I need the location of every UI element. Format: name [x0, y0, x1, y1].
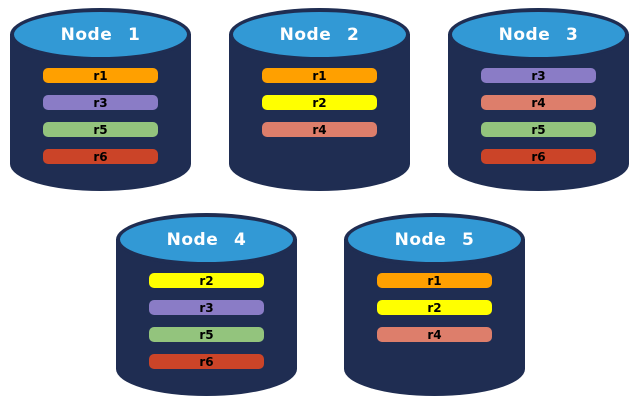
replica-list: r1 r2 r4 — [376, 273, 493, 342]
node-title: Node 1 — [60, 24, 141, 45]
replica-bar: r6 — [480, 149, 597, 164]
database-node-1: Node 1 r1 r3 r5 r6 — [10, 8, 191, 191]
replica-bar: r3 — [42, 95, 159, 110]
node-title: Node 4 — [166, 229, 247, 250]
replica-bar: r2 — [261, 95, 378, 110]
replica-bar: r3 — [148, 300, 265, 315]
replica-bar: r2 — [148, 273, 265, 288]
replica-bar: r1 — [261, 68, 378, 83]
database-node-4: Node 4 r2 r3 r5 r6 — [116, 213, 297, 396]
replica-list: r1 r3 r5 r6 — [42, 68, 159, 164]
replica-bar: r6 — [42, 149, 159, 164]
replica-bar: r3 — [480, 68, 597, 83]
replica-list: r2 r3 r5 r6 — [148, 273, 265, 369]
replica-bar: r5 — [148, 327, 265, 342]
replica-list: r3 r4 r5 r6 — [480, 68, 597, 164]
cylinder-top: Node 1 — [10, 8, 191, 61]
replica-bar: r4 — [261, 122, 378, 137]
replica-bar: r4 — [376, 327, 493, 342]
cylinder-top: Node 3 — [448, 8, 629, 61]
database-node-3: Node 3 r3 r4 r5 r6 — [448, 8, 629, 191]
replica-list: r1 r2 r4 — [261, 68, 378, 137]
replica-bar: r2 — [376, 300, 493, 315]
database-node-5: Node 5 r1 r2 r4 — [344, 213, 525, 396]
cylinder-top: Node 2 — [229, 8, 410, 61]
node-title: Node 3 — [498, 24, 579, 45]
cylinder-top: Node 4 — [116, 213, 297, 266]
node-title: Node 2 — [279, 24, 360, 45]
database-node-2: Node 2 r1 r2 r4 — [229, 8, 410, 191]
replica-bar: r1 — [376, 273, 493, 288]
replica-bar: r4 — [480, 95, 597, 110]
node-title: Node 5 — [394, 229, 475, 250]
replica-bar: r5 — [480, 122, 597, 137]
replica-bar: r6 — [148, 354, 265, 369]
replica-bar: r5 — [42, 122, 159, 137]
cylinder-top: Node 5 — [344, 213, 525, 266]
replica-bar: r1 — [42, 68, 159, 83]
